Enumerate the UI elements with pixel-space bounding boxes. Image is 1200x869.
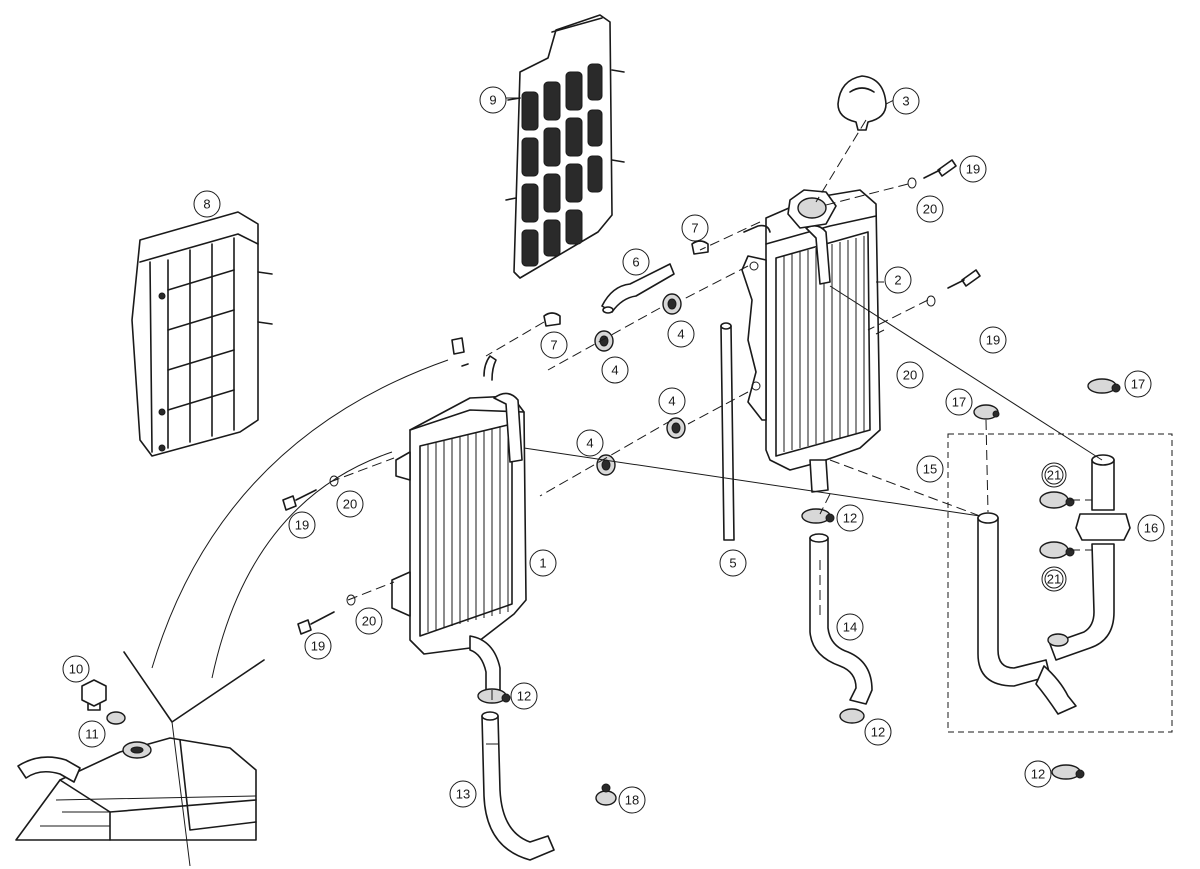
grommet-4a — [662, 293, 682, 315]
svg-text:4: 4 — [677, 327, 684, 342]
callout-21a: 21 — [1041, 462, 1067, 488]
svg-text:4: 4 — [586, 436, 593, 451]
callouts: 1 2 3 4 4 4 4 5 6 7 7 8 9 10 11 12 12 12… — [62, 86, 1165, 814]
callout-7a: 7 — [681, 214, 709, 242]
rubber-grommets — [594, 293, 686, 476]
radiator-cap — [787, 75, 887, 229]
bolts-and-washers — [282, 159, 981, 635]
lower-hose-14 — [809, 533, 873, 705]
svg-text:12: 12 — [1031, 767, 1045, 782]
svg-text:14: 14 — [843, 620, 857, 635]
svg-text:19: 19 — [966, 162, 980, 177]
connecting-hose-6 — [601, 263, 675, 314]
svg-text:7: 7 — [691, 221, 698, 236]
grommet-4c — [666, 417, 686, 439]
svg-text:8: 8 — [203, 197, 210, 212]
callout-8: 8 — [193, 190, 221, 218]
callout-17a: 17 — [945, 388, 973, 416]
callout-10: 10 — [62, 655, 90, 683]
svg-text:5: 5 — [729, 556, 736, 571]
callout-12c: 12 — [864, 718, 892, 746]
svg-text:20: 20 — [923, 202, 937, 217]
callout-5: 5 — [719, 549, 747, 577]
callout-16: 16 — [1137, 514, 1165, 542]
callout-13: 13 — [449, 780, 477, 808]
thermostat-hose-assembly — [977, 454, 1131, 715]
inset-linkage-lines — [151, 359, 449, 679]
callout-12a: 12 — [510, 682, 538, 710]
callout-20c: 20 — [336, 490, 364, 518]
callout-1: 1 — [529, 549, 557, 577]
callout-4a: 4 — [667, 320, 695, 348]
overflow-tube — [720, 322, 735, 541]
callout-19c: 19 — [288, 511, 316, 539]
svg-text:12: 12 — [871, 725, 885, 740]
callout-2: 2 — [884, 266, 912, 294]
callout-4d: 4 — [576, 429, 604, 457]
radiator-right — [741, 189, 881, 493]
svg-text:19: 19 — [986, 333, 1000, 348]
svg-text:20: 20 — [362, 614, 376, 629]
svg-text:4: 4 — [668, 394, 675, 409]
callout-19b: 19 — [979, 326, 1007, 354]
callout-3: 3 — [892, 87, 920, 115]
callout-11: 11 — [78, 720, 106, 748]
callout-21b: 21 — [1041, 566, 1067, 592]
callout-6: 6 — [622, 248, 650, 276]
svg-text:12: 12 — [843, 511, 857, 526]
assembly-lines — [329, 119, 1173, 733]
svg-text:7: 7 — [550, 338, 557, 353]
hose-clamps — [477, 378, 1121, 806]
callout-12b: 12 — [836, 504, 864, 532]
callout-20d: 20 — [355, 607, 383, 635]
svg-text:21: 21 — [1047, 572, 1061, 587]
small-clamps — [543, 240, 709, 327]
svg-text:6: 6 — [632, 255, 639, 270]
svg-text:17: 17 — [1131, 377, 1145, 392]
callout-19a: 19 — [959, 155, 987, 183]
callout-19d: 19 — [304, 632, 332, 660]
callout-18: 18 — [618, 786, 646, 814]
svg-text:15: 15 — [923, 462, 937, 477]
svg-text:1: 1 — [539, 556, 546, 571]
callout-20a: 20 — [916, 195, 944, 223]
callout-17b: 17 — [1124, 370, 1152, 398]
callout-9: 9 — [479, 86, 507, 114]
radiator-guard-left — [131, 211, 273, 457]
svg-text:17: 17 — [952, 395, 966, 410]
svg-text:21: 21 — [1047, 468, 1061, 483]
svg-text:19: 19 — [295, 518, 309, 533]
grommet-4b — [594, 330, 614, 352]
callout-15: 15 — [916, 455, 944, 483]
svg-text:18: 18 — [625, 793, 639, 808]
callout-4c: 4 — [658, 387, 686, 415]
lower-hose-13 — [481, 711, 555, 861]
svg-text:20: 20 — [343, 497, 357, 512]
callout-7b: 7 — [540, 331, 568, 359]
radiator-guard-right — [505, 14, 625, 279]
svg-text:2: 2 — [894, 273, 901, 288]
svg-text:13: 13 — [456, 787, 470, 802]
callout-4b: 4 — [601, 356, 629, 384]
svg-text:10: 10 — [69, 662, 83, 677]
callout-20b: 20 — [896, 361, 924, 389]
callout-14: 14 — [836, 613, 864, 641]
svg-text:4: 4 — [611, 363, 618, 378]
svg-text:20: 20 — [903, 368, 917, 383]
svg-text:12: 12 — [517, 689, 531, 704]
svg-text:11: 11 — [85, 727, 99, 742]
inset-tank-detail — [15, 651, 265, 867]
svg-text:16: 16 — [1144, 521, 1158, 536]
svg-text:9: 9 — [489, 93, 496, 108]
svg-text:19: 19 — [311, 639, 325, 654]
callout-12d: 12 — [1024, 760, 1052, 788]
svg-text:3: 3 — [902, 94, 909, 109]
radiator-left — [391, 355, 527, 691]
